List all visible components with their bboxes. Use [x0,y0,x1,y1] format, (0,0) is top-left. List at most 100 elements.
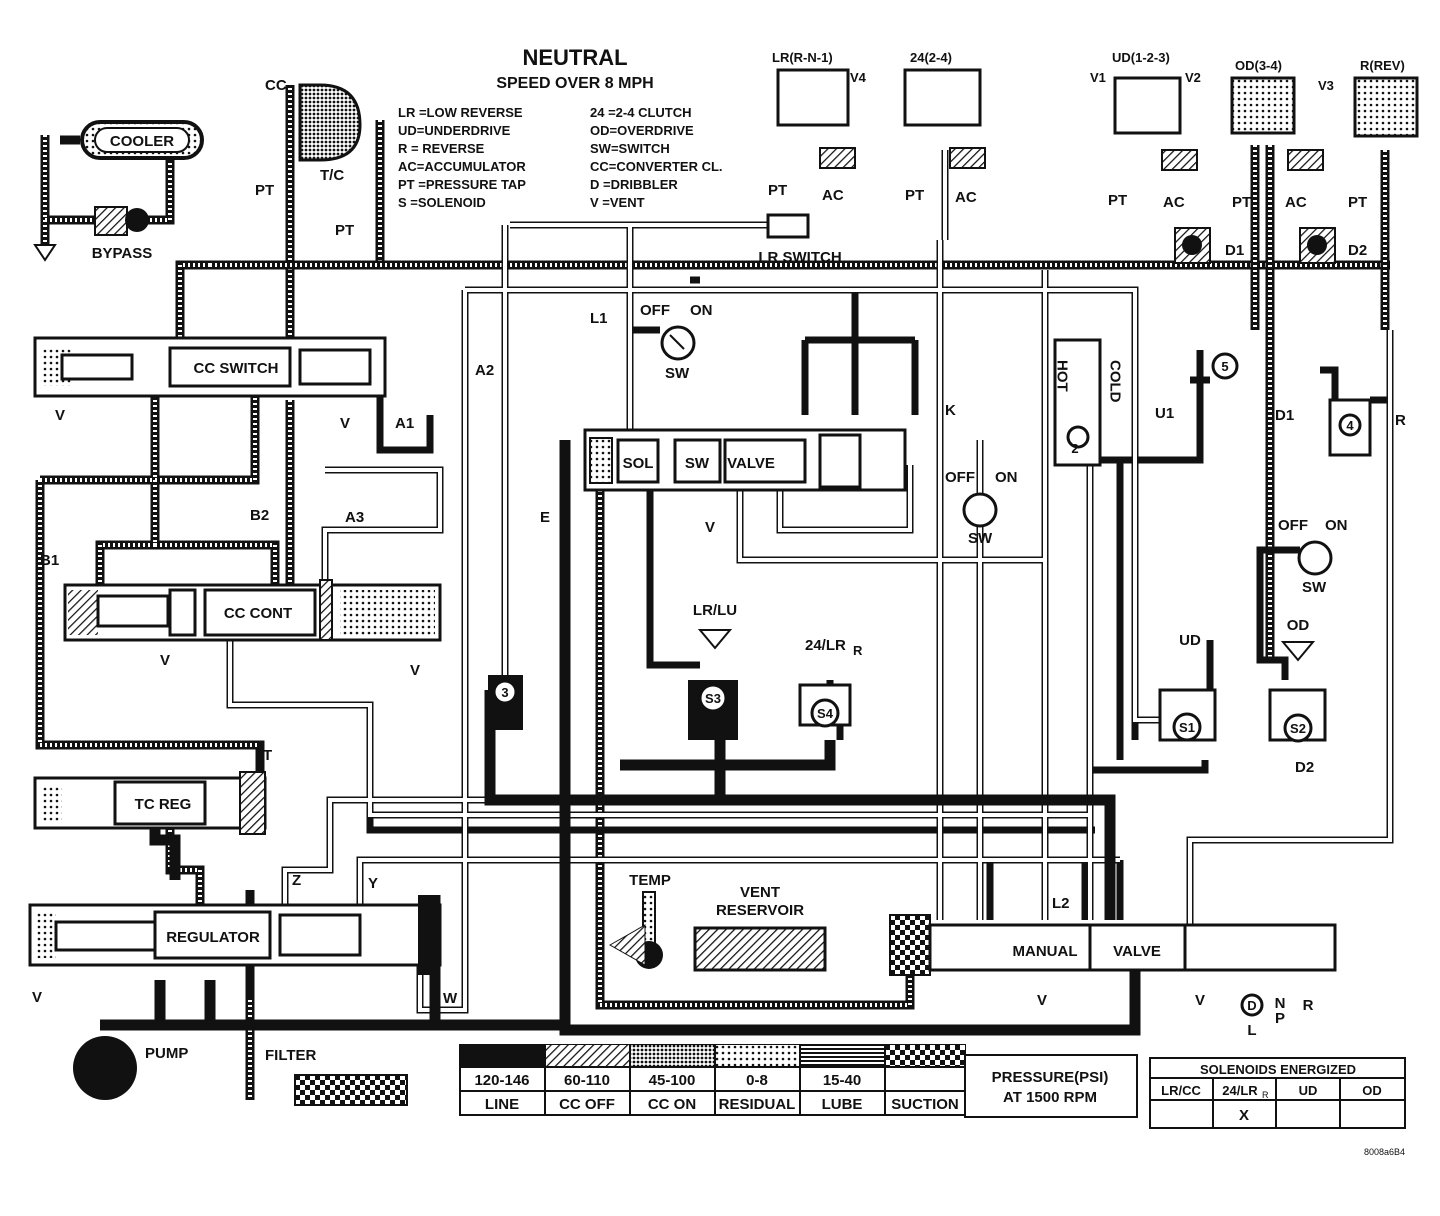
pump: PUMP [73,1036,188,1100]
abbr-left-5: S =SOLENOID [398,195,486,210]
clutch-lr-label: LR(R-N-1) [772,50,833,65]
clutch-ud-label: UD(1-2-3) [1112,50,1170,65]
port-a1: A1 [395,415,414,432]
regulator-valve: REGULATOR V Z Y W [28,872,458,1007]
vent-v1: V1 [1090,70,1106,85]
s1-label: S1 [1179,720,1195,735]
pt-lr: PT [768,182,787,199]
sol-col-2: UD [1299,1083,1318,1098]
solenoid-s2: OD S2 D2 [1268,617,1327,776]
clutch-24: 24(2-4) PT AC [903,50,986,206]
pt-rev: PT [1348,194,1367,211]
svg-text:5: 5 [1221,359,1228,374]
vent-label-ccc1: V [160,652,170,669]
clutch-od-label: OD(3-4) [1235,58,1282,73]
bypass-valve: BYPASS [92,206,153,262]
sw2-on: ON [995,469,1018,486]
abbr-right-0: 24 =2-4 CLUTCH [590,105,692,120]
filter-label: FILTER [265,1047,317,1064]
vent-label-ccs1: V [55,407,65,424]
clutch-rev: R(REV) PT [1348,58,1419,211]
sw1-label: SW [665,365,690,382]
cc-control-valve: CC CONT V V [63,579,442,679]
title-block: NEUTRAL SPEED OVER 8 MPH LR =LOW REVERSE… [398,45,723,210]
bypass-label: BYPASS [92,245,153,262]
sw3-on: ON [1325,517,1348,534]
check-ball-4: 4 D1 R [1275,398,1406,457]
port-l2: L2 [1052,895,1070,912]
solenoid-s3: LR/LU S3 [688,602,738,740]
figure-id: 8008a6B4 [1364,1147,1405,1157]
pressure-switch-3: OFF ON SW [1278,517,1348,596]
abbr-right-2: SW=SWITCH [590,141,670,156]
gear-n: N [1275,995,1286,1012]
pressure-box: PRESSURE(PSI) AT 1500 RPM [964,1054,1138,1118]
svg-text:3: 3 [501,685,508,700]
legend-range-4: 15-40 [823,1072,861,1089]
port-w: W [443,990,458,1007]
pressure-title: PRESSURE(PSI) [992,1069,1109,1086]
lr-switch-label: LR SWITCH [758,249,841,266]
pt-label-tc1: PT [255,182,274,199]
thermal-valve: 2 HOT COLD U1 [1053,338,1174,467]
port-u1: U1 [1155,405,1174,422]
drain-arrow-icon [33,244,57,262]
filter: FILTER [265,1047,408,1106]
gear-r: R [1303,997,1314,1014]
cc-switch-label: CC SWITCH [194,360,279,377]
torque-converter: CC T/C PT PT [255,77,362,239]
sw3-label: SW [1302,579,1327,596]
vent-label-mv1: V [1037,992,1047,1009]
abbr-left-2: R = REVERSE [398,141,485,156]
clutch-lr: LR(R-N-1) V4 PT AC LR SWITCH [758,50,866,266]
dribbler-d1: D1 [1174,227,1244,264]
vent-reservoir: VENT RESERVOIR [693,884,827,972]
d1-label: D1 [1225,242,1244,259]
d2-label: D2 [1348,242,1367,259]
gear-l: L [1247,1022,1256,1039]
hot-label: HOT [1054,360,1071,392]
vent-v2: V2 [1185,70,1201,85]
s24-lr-sub: R [853,643,863,658]
sol-table-header: SOLENOIDS ENERGIZED [1200,1062,1356,1077]
ac-ud: AC [1163,194,1185,211]
thin-lines [226,150,1394,1014]
check-ball-5: 5 [1211,352,1239,380]
ac-24: AC [955,189,977,206]
sol-col-1: 24/LR [1222,1083,1258,1098]
pt-label-tc2: PT [335,222,354,239]
cc-label: CC [265,77,287,94]
pt-24: PT [905,187,924,204]
legend-range-0: 120-146 [474,1072,529,1089]
s3-label: S3 [705,691,721,706]
sw1-off: OFF [640,302,670,319]
legend-name-5: SUCTION [891,1096,959,1113]
pressure-legend: 120-146 60-110 45-100 0-8 15-40 LINE CC … [459,1044,966,1116]
port-a2: A2 [475,362,494,379]
lr-lu-label: LR/LU [693,602,737,619]
cc-cont-label: CC CONT [224,605,292,622]
vent-label-ccs2: V [340,415,350,432]
vent-v4: V4 [850,70,867,85]
abbr-left-3: AC=ACCUMULATOR [398,159,526,174]
port-k: K [945,402,956,419]
manual-label: MANUAL [1013,943,1078,960]
clutch-rev-label: R(REV) [1360,58,1405,73]
port-r: R [1395,412,1406,429]
thin-lines-inner [228,150,1392,1012]
temp-sensor: TEMP [608,872,671,969]
vent-reservoir-label-1: VENT [740,884,780,901]
sw2-label: SW [968,530,993,547]
vent-v3: V3 [1318,78,1334,93]
ac-od: AC [1285,194,1307,211]
legend-name-3: RESIDUAL [719,1096,796,1113]
legend-range-3: 0-8 [746,1072,768,1089]
clutch-od: OD(3-4) V3 PT AC [1230,58,1334,211]
manual-valve: MANUAL VALVE L2 V V D L N P R [889,895,1337,1039]
valve-label: VALVE [727,455,775,472]
sw2-off: OFF [945,469,975,486]
svg-text:4: 4 [1346,418,1354,433]
abbr-right-1: OD=OVERDRIVE [590,123,694,138]
port-a3: A3 [345,509,364,526]
od-sol-label: OD [1287,617,1310,634]
